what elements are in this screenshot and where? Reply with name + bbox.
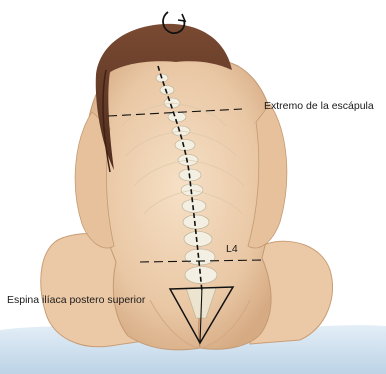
vertebra (183, 215, 209, 229)
iliac-spine-label: Espina ilíaca postero superior (7, 295, 145, 306)
vertebra (185, 249, 215, 265)
scapula-tip-label: Extremo de la escápula (264, 101, 374, 112)
vertebra (184, 232, 212, 247)
vertebra (175, 140, 195, 151)
l4-label: L4 (226, 244, 238, 255)
vertebra (182, 200, 206, 213)
